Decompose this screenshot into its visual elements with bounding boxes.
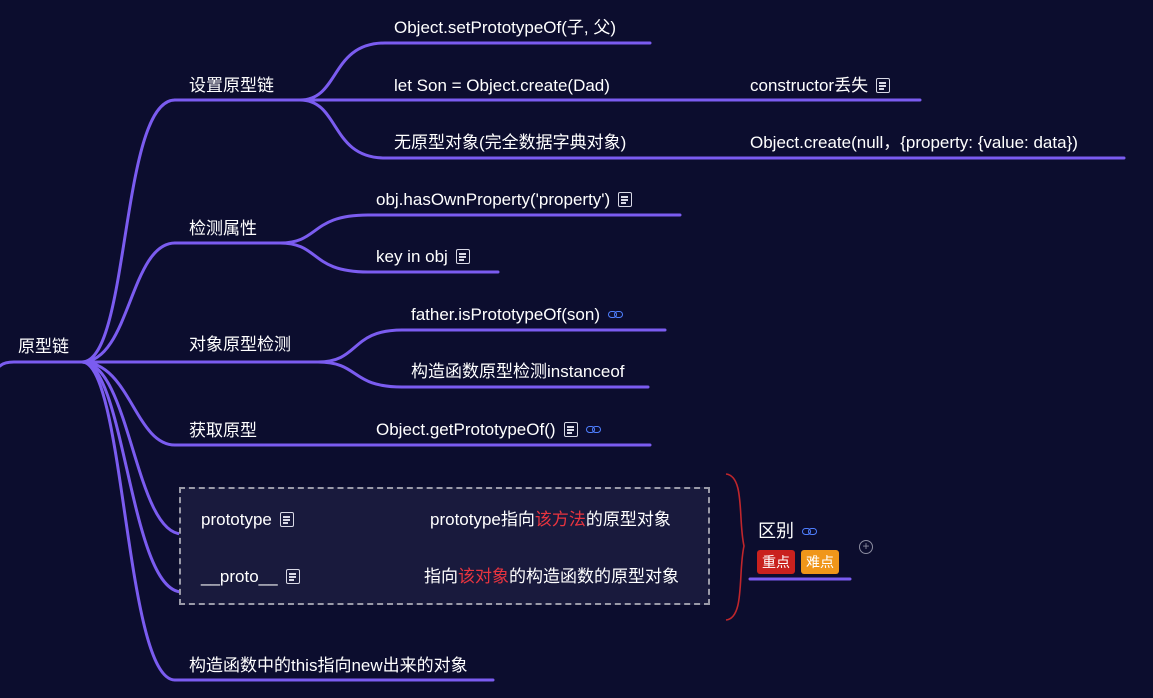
connector-get-proto — [80, 360, 177, 447]
root-label: 原型链 — [18, 337, 69, 356]
connector-check-prop — [80, 241, 177, 364]
connector-has-own — [278, 213, 682, 245]
check-prop-label: 检测属性 — [189, 219, 257, 238]
create-label: let Son = Object.create(Dad) — [394, 76, 610, 95]
prototype-desc-prefix: prototype指向 — [430, 510, 535, 529]
set-proto-label: Object.setPrototypeOf(子, 父) — [394, 18, 617, 37]
node-prototype[interactable]: prototype — [201, 509, 294, 531]
link-icon[interactable] — [585, 425, 602, 435]
node-create[interactable]: let Son = Object.create(Dad) — [394, 75, 610, 97]
has-own-label: obj.hasOwnProperty('property') — [376, 190, 611, 209]
node-this-point[interactable]: 构造函数中的this指向new出来的对象 — [189, 655, 468, 677]
note-icon[interactable] — [285, 569, 300, 584]
link-icon[interactable] — [802, 527, 818, 537]
prototype-group-box — [179, 487, 710, 605]
node-set-chain[interactable]: 设置原型链 — [189, 75, 274, 97]
connector-set-proto — [298, 41, 652, 102]
connector-key-in — [278, 241, 500, 274]
node-check-prop[interactable]: 检测属性 — [189, 218, 257, 240]
key-in-label: key in obj — [376, 247, 448, 266]
get-proto-label: 获取原型 — [189, 421, 257, 440]
connector-no-proto — [298, 98, 1126, 160]
group-brace — [725, 473, 745, 621]
node-proto-check[interactable]: 对象原型检测 — [189, 334, 291, 356]
note-icon[interactable] — [618, 192, 633, 207]
node-has-own[interactable]: obj.hasOwnProperty('property') — [376, 189, 633, 211]
proto-desc-highlight: 该对象 — [458, 567, 509, 586]
connector-proto — [80, 360, 184, 594]
connector-prototype — [80, 360, 184, 536]
add-icon[interactable]: + — [859, 540, 873, 554]
get-label: Object.getPrototypeOf() — [376, 420, 556, 439]
proto-label: __proto__ — [201, 567, 278, 586]
tag-hard: 难点 — [801, 550, 839, 574]
connector-is-proto — [316, 328, 667, 364]
node-instanceof[interactable]: 构造函数原型检测instanceof — [411, 361, 625, 383]
root-underline — [0, 360, 84, 368]
node-no-proto[interactable]: 无原型对象(完全数据字典对象) — [394, 132, 626, 154]
prototype-desc-highlight: 该方法 — [534, 510, 586, 529]
node-prototype-desc[interactable]: prototype指向该方法的原型对象 — [430, 509, 671, 531]
node-create-note[interactable]: constructor丢失 — [750, 75, 891, 97]
note-icon[interactable] — [563, 422, 578, 437]
root-node[interactable]: 原型链 — [18, 336, 69, 358]
summary-label: 区别 — [758, 521, 794, 541]
prototype-desc-suffix: 的原型对象 — [585, 510, 671, 529]
node-get[interactable]: Object.getPrototypeOf() — [376, 419, 602, 441]
instanceof-label: 构造函数原型检测instanceof — [411, 362, 625, 381]
this-point-label: 构造函数中的this指向new出来的对象 — [189, 656, 468, 675]
link-icon[interactable] — [607, 310, 624, 320]
prototype-label: prototype — [201, 510, 272, 529]
proto-check-label: 对象原型检测 — [189, 335, 291, 354]
note-icon[interactable] — [279, 512, 294, 527]
proto-desc-prefix: 指向 — [424, 567, 458, 586]
note-icon[interactable] — [876, 78, 891, 93]
node-proto-desc[interactable]: 指向该对象的构造函数的原型对象 — [424, 566, 679, 588]
node-set-proto[interactable]: Object.setPrototypeOf(子, 父) — [394, 17, 616, 39]
no-proto-detail-label: Object.create(null，{property: {value: da… — [750, 133, 1078, 152]
node-proto[interactable]: __proto__ — [201, 566, 300, 588]
create-note-label: constructor丢失 — [750, 76, 869, 95]
connector-this — [80, 360, 177, 682]
node-summary[interactable]: 区别 — [758, 520, 818, 542]
node-no-proto-detail[interactable]: Object.create(null，{property: {value: da… — [750, 132, 1078, 154]
connector-instanceof — [316, 360, 650, 389]
connector-set-chain — [80, 98, 177, 364]
note-icon[interactable] — [455, 249, 470, 264]
node-key-in[interactable]: key in obj — [376, 246, 470, 268]
set-chain-label: 设置原型链 — [189, 76, 274, 95]
is-proto-label: father.isPrototypeOf(son) — [411, 305, 600, 324]
node-get-proto[interactable]: 获取原型 — [189, 420, 257, 442]
node-is-proto[interactable]: father.isPrototypeOf(son) — [411, 304, 624, 326]
proto-desc-suffix: 的构造函数的原型对象 — [509, 567, 679, 586]
no-proto-label: 无原型对象(完全数据字典对象) — [394, 133, 627, 152]
tag-key: 重点 — [757, 550, 795, 574]
